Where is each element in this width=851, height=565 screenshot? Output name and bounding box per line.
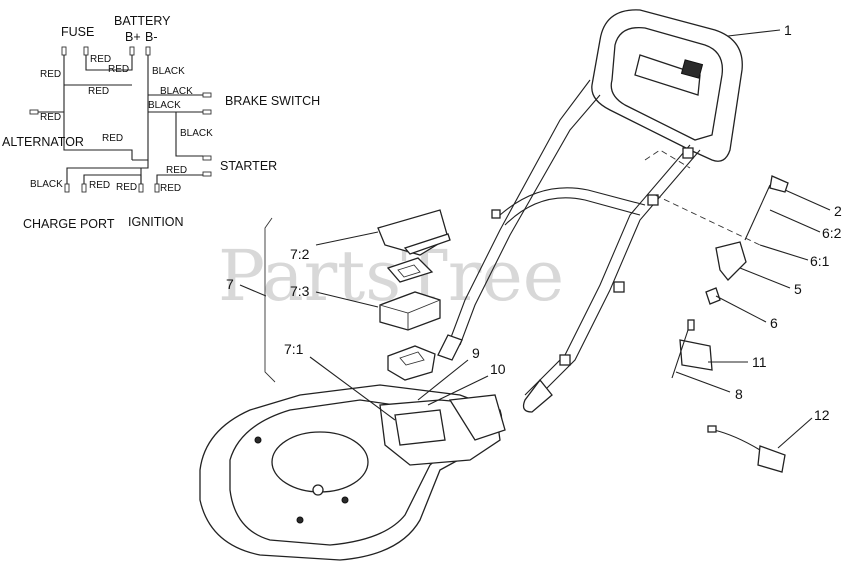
alternator-label: ALTERNATOR [2,135,84,149]
battery-neg-label: B- [145,30,158,44]
callout-6: 6 [770,315,778,331]
callout-12: 12 [814,407,830,423]
wire-label-red: RED [102,133,123,144]
brake-switch-label: BRAKE SWITCH [225,94,320,108]
battery-kit [264,209,451,383]
ignition-label: IGNITION [128,215,184,229]
wire-label-red: RED [90,54,111,65]
fuse-label: FUSE [61,25,94,39]
callout-11: 11 [752,354,767,370]
callout-6-1: 6:1 [810,253,830,269]
callout-8: 8 [735,386,743,402]
callout-2: 2 [834,203,842,219]
wire-label-red: RED [116,182,137,193]
wire-label-red: RED [40,69,61,80]
wire-label-red: RED [160,183,181,194]
wire-label-red: RED [108,64,129,75]
callouts: 1 2 6:2 6:1 5 6 11 8 12 7 7:2 7:3 7:1 9 … [226,22,842,423]
wire-label-red: RED [40,112,61,123]
wire-label-red: RED [89,180,110,191]
callout-5: 5 [794,281,802,297]
wire-label-black: BLACK [180,128,213,139]
wire-label-black: BLACK [30,179,63,190]
starter-label: STARTER [220,159,277,173]
callout-7-2: 7:2 [290,246,310,262]
callout-7: 7 [226,276,234,292]
wire-label-red: RED [166,165,187,176]
callout-1: 1 [784,22,792,38]
small-parts [644,149,789,473]
wire-label-black: BLACK [152,66,185,77]
wire-label-black: BLACK [148,100,181,111]
callout-7-3: 7:3 [290,283,310,299]
mower-deck [199,384,506,561]
handle-assembly [437,9,743,413]
battery-pos-label: B+ [125,30,141,44]
callout-7-1: 7:1 [284,341,304,357]
charge-port-label: CHARGE PORT [23,217,115,231]
callout-10: 10 [490,361,506,377]
callout-6-2: 6:2 [822,225,842,241]
callout-9: 9 [472,345,480,361]
battery-label: BATTERY [114,14,171,28]
wiring-schematic: FUSE BATTERY B+ B- BRAKE SWITCH ALTERNAT… [2,14,320,231]
wire-label-red: RED [88,86,109,97]
leader-lines [239,29,831,449]
wire-label-black: BLACK [160,86,193,97]
